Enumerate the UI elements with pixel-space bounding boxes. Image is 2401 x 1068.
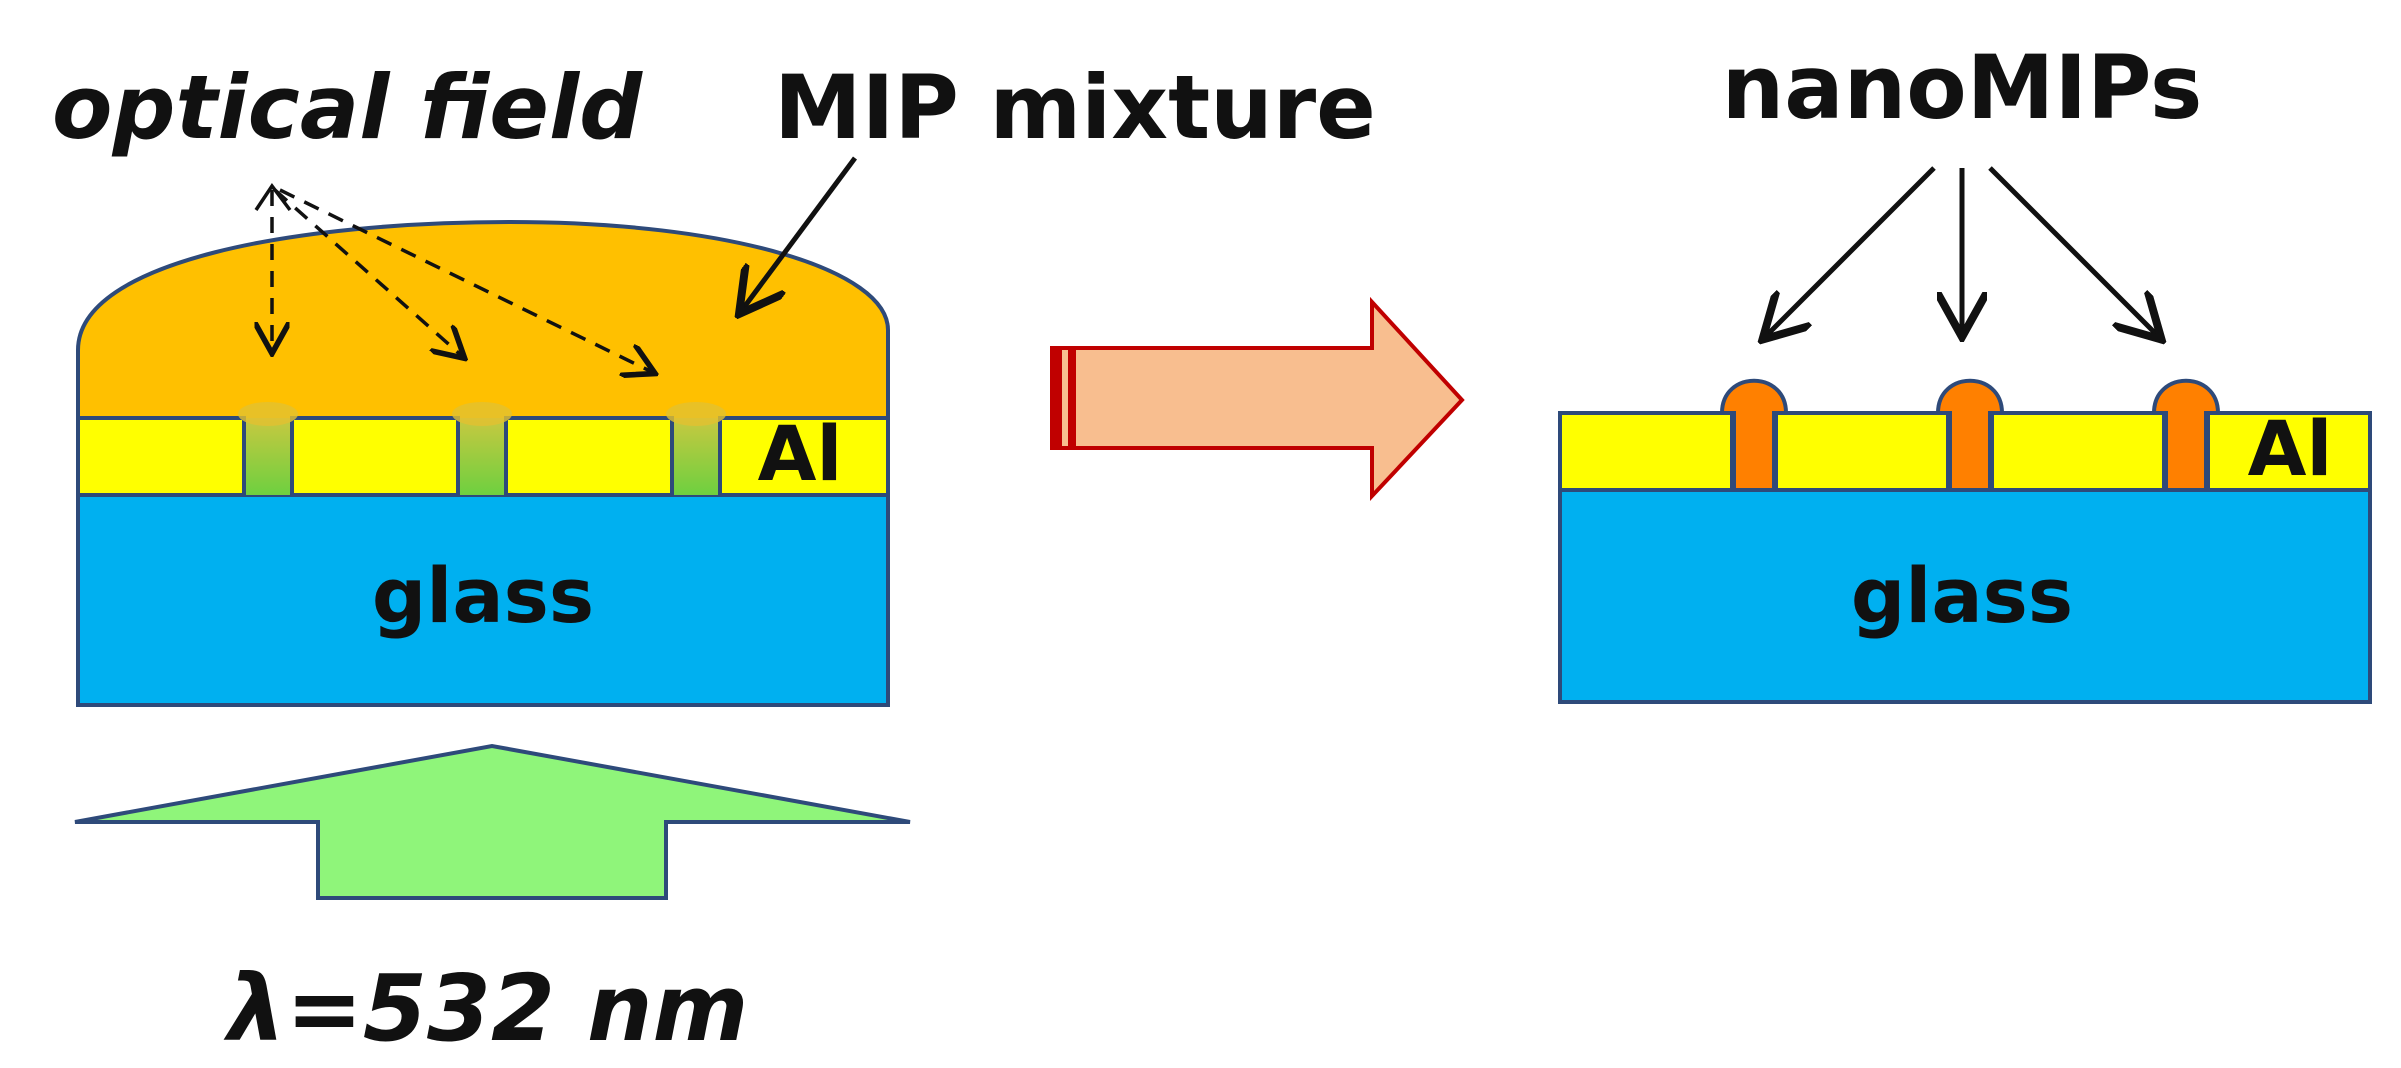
- al-label-left: Al: [758, 409, 843, 498]
- glass-substrate-left: [76, 493, 890, 707]
- nanomip-2: [1935, 378, 2005, 492]
- glass-label-right: glass: [1851, 551, 2073, 640]
- glass-substrate-right: [1558, 488, 2372, 704]
- nanomips-pointers: [1766, 166, 2158, 336]
- left-structure: Al glass optical field MIP mixture λ=532…: [52, 56, 1376, 1062]
- optical-field-arrowhead-up: [254, 182, 292, 212]
- nanomips-label: nanoMIPs: [1722, 36, 2203, 139]
- mip-mixture-label: MIP mixture: [774, 56, 1376, 159]
- mip-mixture-droplet: [76, 219, 890, 422]
- nanomip-3: [2151, 378, 2221, 492]
- wavelength-label: λ=532 nm: [223, 955, 749, 1062]
- optical-field-label: optical field: [52, 56, 643, 159]
- glass-label-left: glass: [372, 551, 594, 640]
- optical-field-arrows: [272, 188, 652, 372]
- right-structure: Al glass nanoMIPs: [1558, 36, 2372, 704]
- nanomip-1: [1719, 378, 1789, 492]
- aluminum-layer-left: [76, 416, 890, 497]
- al-label-right: Al: [2248, 404, 2333, 493]
- mip-mixture-pointer: [742, 156, 858, 310]
- illumination-arrow: [74, 743, 911, 900]
- nanomip-particles: [1719, 378, 2221, 492]
- nanoholes-left: [238, 402, 726, 495]
- process-arrow: [1050, 296, 1465, 502]
